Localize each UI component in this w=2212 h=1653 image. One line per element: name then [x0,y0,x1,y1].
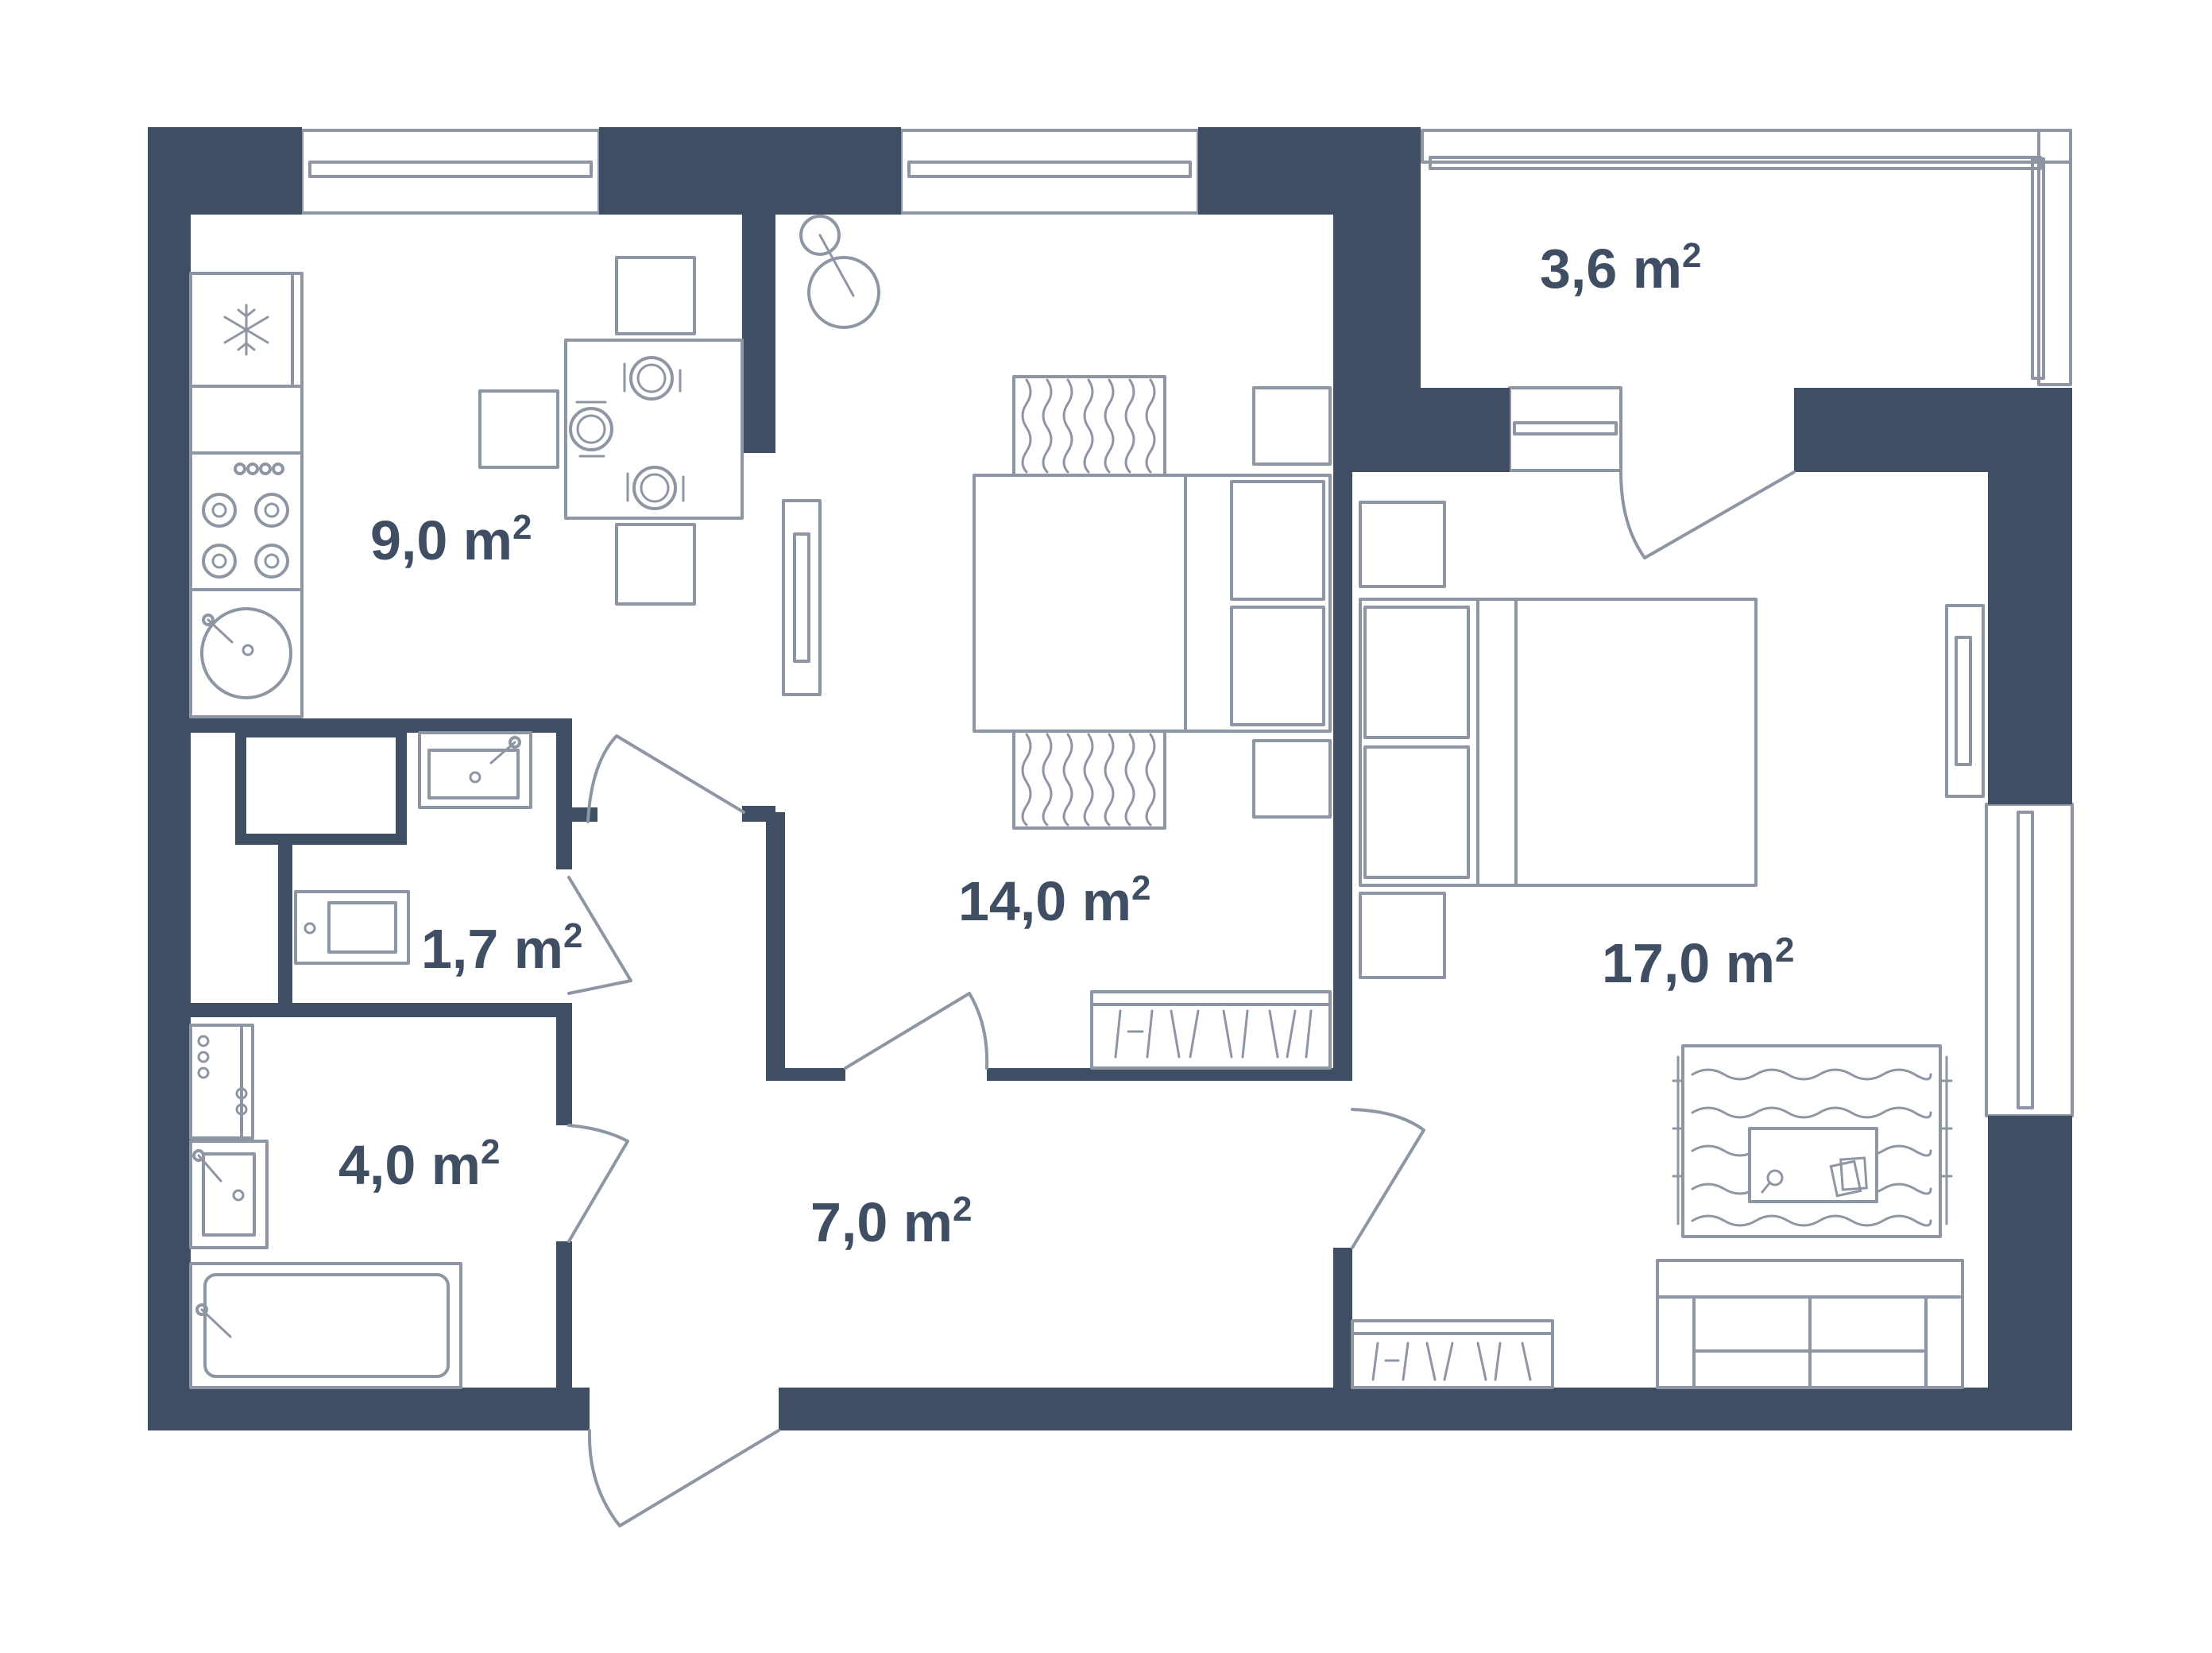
rug-top [1012,375,1166,477]
nightstand [1359,501,1446,588]
door-bathroom [567,1124,629,1243]
door-bedroom [844,992,989,1070]
low-cabinet [1351,1319,1554,1389]
lamp-icon [799,215,880,329]
room-area-balcony: 3,6 m2 [1540,236,1702,300]
room-area-bathroom: 4,0 m2 [338,1132,501,1196]
door-kitchen [586,734,745,823]
door-living [1351,1108,1425,1249]
window-living-room [1985,803,2074,1117]
window-balcony-right [2031,129,2072,386]
room-area-hallway: 7,0 m2 [810,1190,973,1253]
door-toilet [567,876,632,995]
bed [973,474,1332,733]
double-bed [1359,598,1758,887]
bath-sink [189,1140,269,1249]
area-labels: 9,0 m2 14,0 m2 3,6 m2 17,0 m2 1,7 m2 4,0… [338,236,1794,1253]
living-furniture [1351,501,1985,1389]
washbasin [418,731,532,809]
room-area-bedroom: 14,0 m2 [958,869,1150,932]
bathtub [189,1262,462,1389]
bedroom-furniture [782,215,1332,1070]
rug-bottom [1012,730,1166,830]
snowflake-icon [223,304,269,356]
washing-machine [189,1024,254,1140]
plate-icon [626,466,685,510]
toilet-fixtures [189,731,532,1389]
plate-icon [569,401,613,458]
wall-wardrobe [782,499,822,696]
room-area-toilet: 1,7 m2 [421,916,583,980]
coffee-table [1748,1127,1878,1203]
nightstand [1359,892,1446,979]
window-kitchen [300,129,601,215]
plate-icon [623,356,682,401]
stove [202,463,289,579]
nightstand [1252,739,1332,819]
walls [148,127,2072,1430]
windows [300,129,2074,1117]
kitchen-sink [200,607,292,699]
door-balcony [1619,470,1796,559]
sofa [1656,1259,1964,1389]
dresser [1090,990,1332,1070]
window-balcony-top [1421,129,2072,170]
kitchen-furniture [189,256,744,718]
counter [189,385,304,718]
room-area-kitchen: 9,0 m2 [370,508,532,571]
toilet [294,890,410,965]
door-entrance [587,1429,780,1527]
dining-table [478,256,744,606]
tv-unit [1945,604,1985,798]
fridge [189,272,304,388]
room-area-living-room: 17,0 m2 [1602,931,1794,994]
doors [567,470,1796,1527]
window-bedroom [899,129,1200,215]
window-balcony-door [1508,386,1622,472]
nightstand [1252,386,1332,466]
